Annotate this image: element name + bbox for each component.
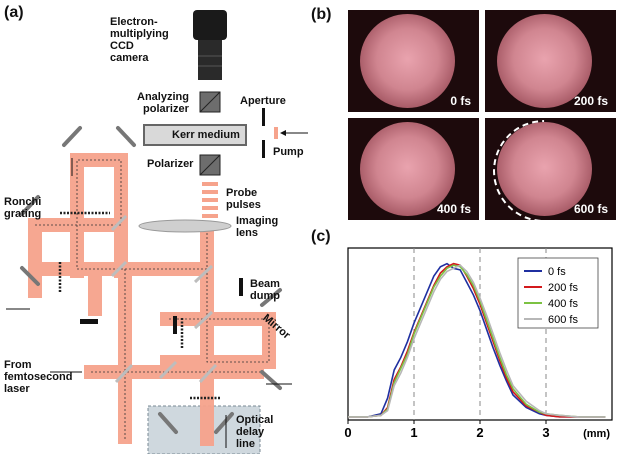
time-label: 0 fs [450,94,471,108]
imaging-lens-label: Imaging lens [236,215,278,239]
series-line-0 [348,262,606,418]
panel-b-label: (b) [311,6,332,23]
beam-vertical-upper-left [70,153,84,278]
beamsplitter-1 [110,214,128,232]
panel-a-label: (a) [4,4,24,21]
beamsplitter-6 [158,360,178,380]
lens-line-1: Imaging [236,215,279,227]
aperture-bottom [262,140,265,158]
beam-row-1 [28,218,128,232]
legend-box [517,257,599,329]
laser-line-1: From [4,359,32,371]
camera-body [193,10,227,40]
x-tick-label: 1 [410,425,417,440]
camera-label-line-3: CCD [110,40,134,52]
beam-spot [360,14,455,108]
aperture-top [262,108,265,126]
beam-dump-2 [80,319,98,324]
probe-line-1: Probe [226,187,258,199]
kerr-medium-box [143,124,247,146]
delay-line-1: Optical [236,414,274,426]
series-line-2 [348,264,606,418]
probe-pulses-label: Probe pulses [226,187,261,211]
analyzing-line-1: Analyzing [137,91,189,103]
mirror-1 [62,126,82,147]
dump-line-1: Beam [250,278,280,290]
time-label: 600 fs [573,202,608,216]
image-tile-600fs: 600 fs [485,118,616,220]
delay-line-3: line [236,438,255,450]
mirror-4 [20,266,40,286]
mirror-8 [214,412,234,434]
laser-line-2: femtosecond [4,371,73,383]
x-tick-label: 0 [344,425,351,440]
lens-line-2: lens [236,227,259,239]
camera-label-line-4: camera [110,52,149,64]
beamsplitter-2 [110,260,128,278]
beamsplitter-7 [198,363,218,384]
ronchi-grating-label: Ronchi grating [4,196,41,220]
legend-label-2: 400 fs [548,298,578,310]
probe-line-2: pulses [226,199,261,211]
optical-setup-diagram [6,10,308,454]
analyzing-polarizer-label: Analyzing polarizer [137,91,189,115]
image-tile-400fs: 400 fs [348,118,479,220]
probe-pulse-1 [202,182,218,186]
probe-pulse-5 [202,214,218,218]
optical-delay-line-label: Optical delay line [236,414,273,450]
camera-lens [198,40,222,80]
pump-beam [274,127,278,139]
beam-row-3 [114,262,214,276]
analyzing-line-2: polarizer [143,103,189,115]
beam-dump-3 [173,316,177,334]
time-label: 400 fs [436,202,471,216]
beamsplitter-5 [114,363,134,384]
dump-line-2: dump [250,290,280,302]
legend-label-3: 600 fs [548,314,578,326]
series-line-3 [348,264,606,418]
beamsplitter-3 [193,264,214,284]
probe-pulse-2 [202,190,218,194]
profile-chart: 0 1 2 3 (mm) 0 fs 200 fs 400 fs 600 fs [344,247,613,440]
beam-dump-1 [239,278,243,296]
ronchi-line-1: Ronchi [4,196,42,208]
camera-label: Electron- multiplying CCD camera [110,16,169,64]
pump-label: Pump [273,146,304,158]
laser-line-3: laser [4,383,30,395]
beam-vertical-upper-mid [114,153,128,278]
beam-spot [497,14,592,108]
x-tick-label: 2 [476,425,483,440]
probe-pulse-3 [202,198,218,202]
beam-stub [88,276,102,316]
beamsplitter-4 [193,310,214,330]
imaging-lens [138,219,232,233]
x-axis-label: (mm) [583,428,610,440]
beam-spot [360,122,455,216]
x-tick-label: 3 [542,425,549,440]
probe-pulse-4 [202,206,218,210]
ronchi-line-2: grating [4,208,42,220]
polarizer-label: Polarizer [147,158,194,170]
delay-line-2: delay [236,426,265,438]
image-tile-200fs: 200 fs [485,10,616,112]
mirror-3 [20,195,40,216]
legend-label-0: 0 fs [548,266,566,278]
mirror-6 [260,370,282,390]
mirror-5 [260,288,282,307]
mirror-2 [116,126,136,147]
legend-label-1: 200 fs [548,282,578,294]
camera-label-line-2: multiplying [110,28,169,40]
beam-spot [497,122,592,216]
aperture-label: Aperture [240,95,286,107]
image-tile-0fs: 0 fs [348,10,479,112]
time-label: 200 fs [573,94,608,108]
from-laser-label: From femtosecond laser [4,359,72,395]
kerr-medium-label: Kerr medium [172,129,240,141]
camera-label-line-1: Electron- [110,16,158,28]
panel-c-label: (c) [311,228,331,245]
mirror-7 [158,412,178,434]
beam-dump-label: Beam dump [250,278,280,302]
